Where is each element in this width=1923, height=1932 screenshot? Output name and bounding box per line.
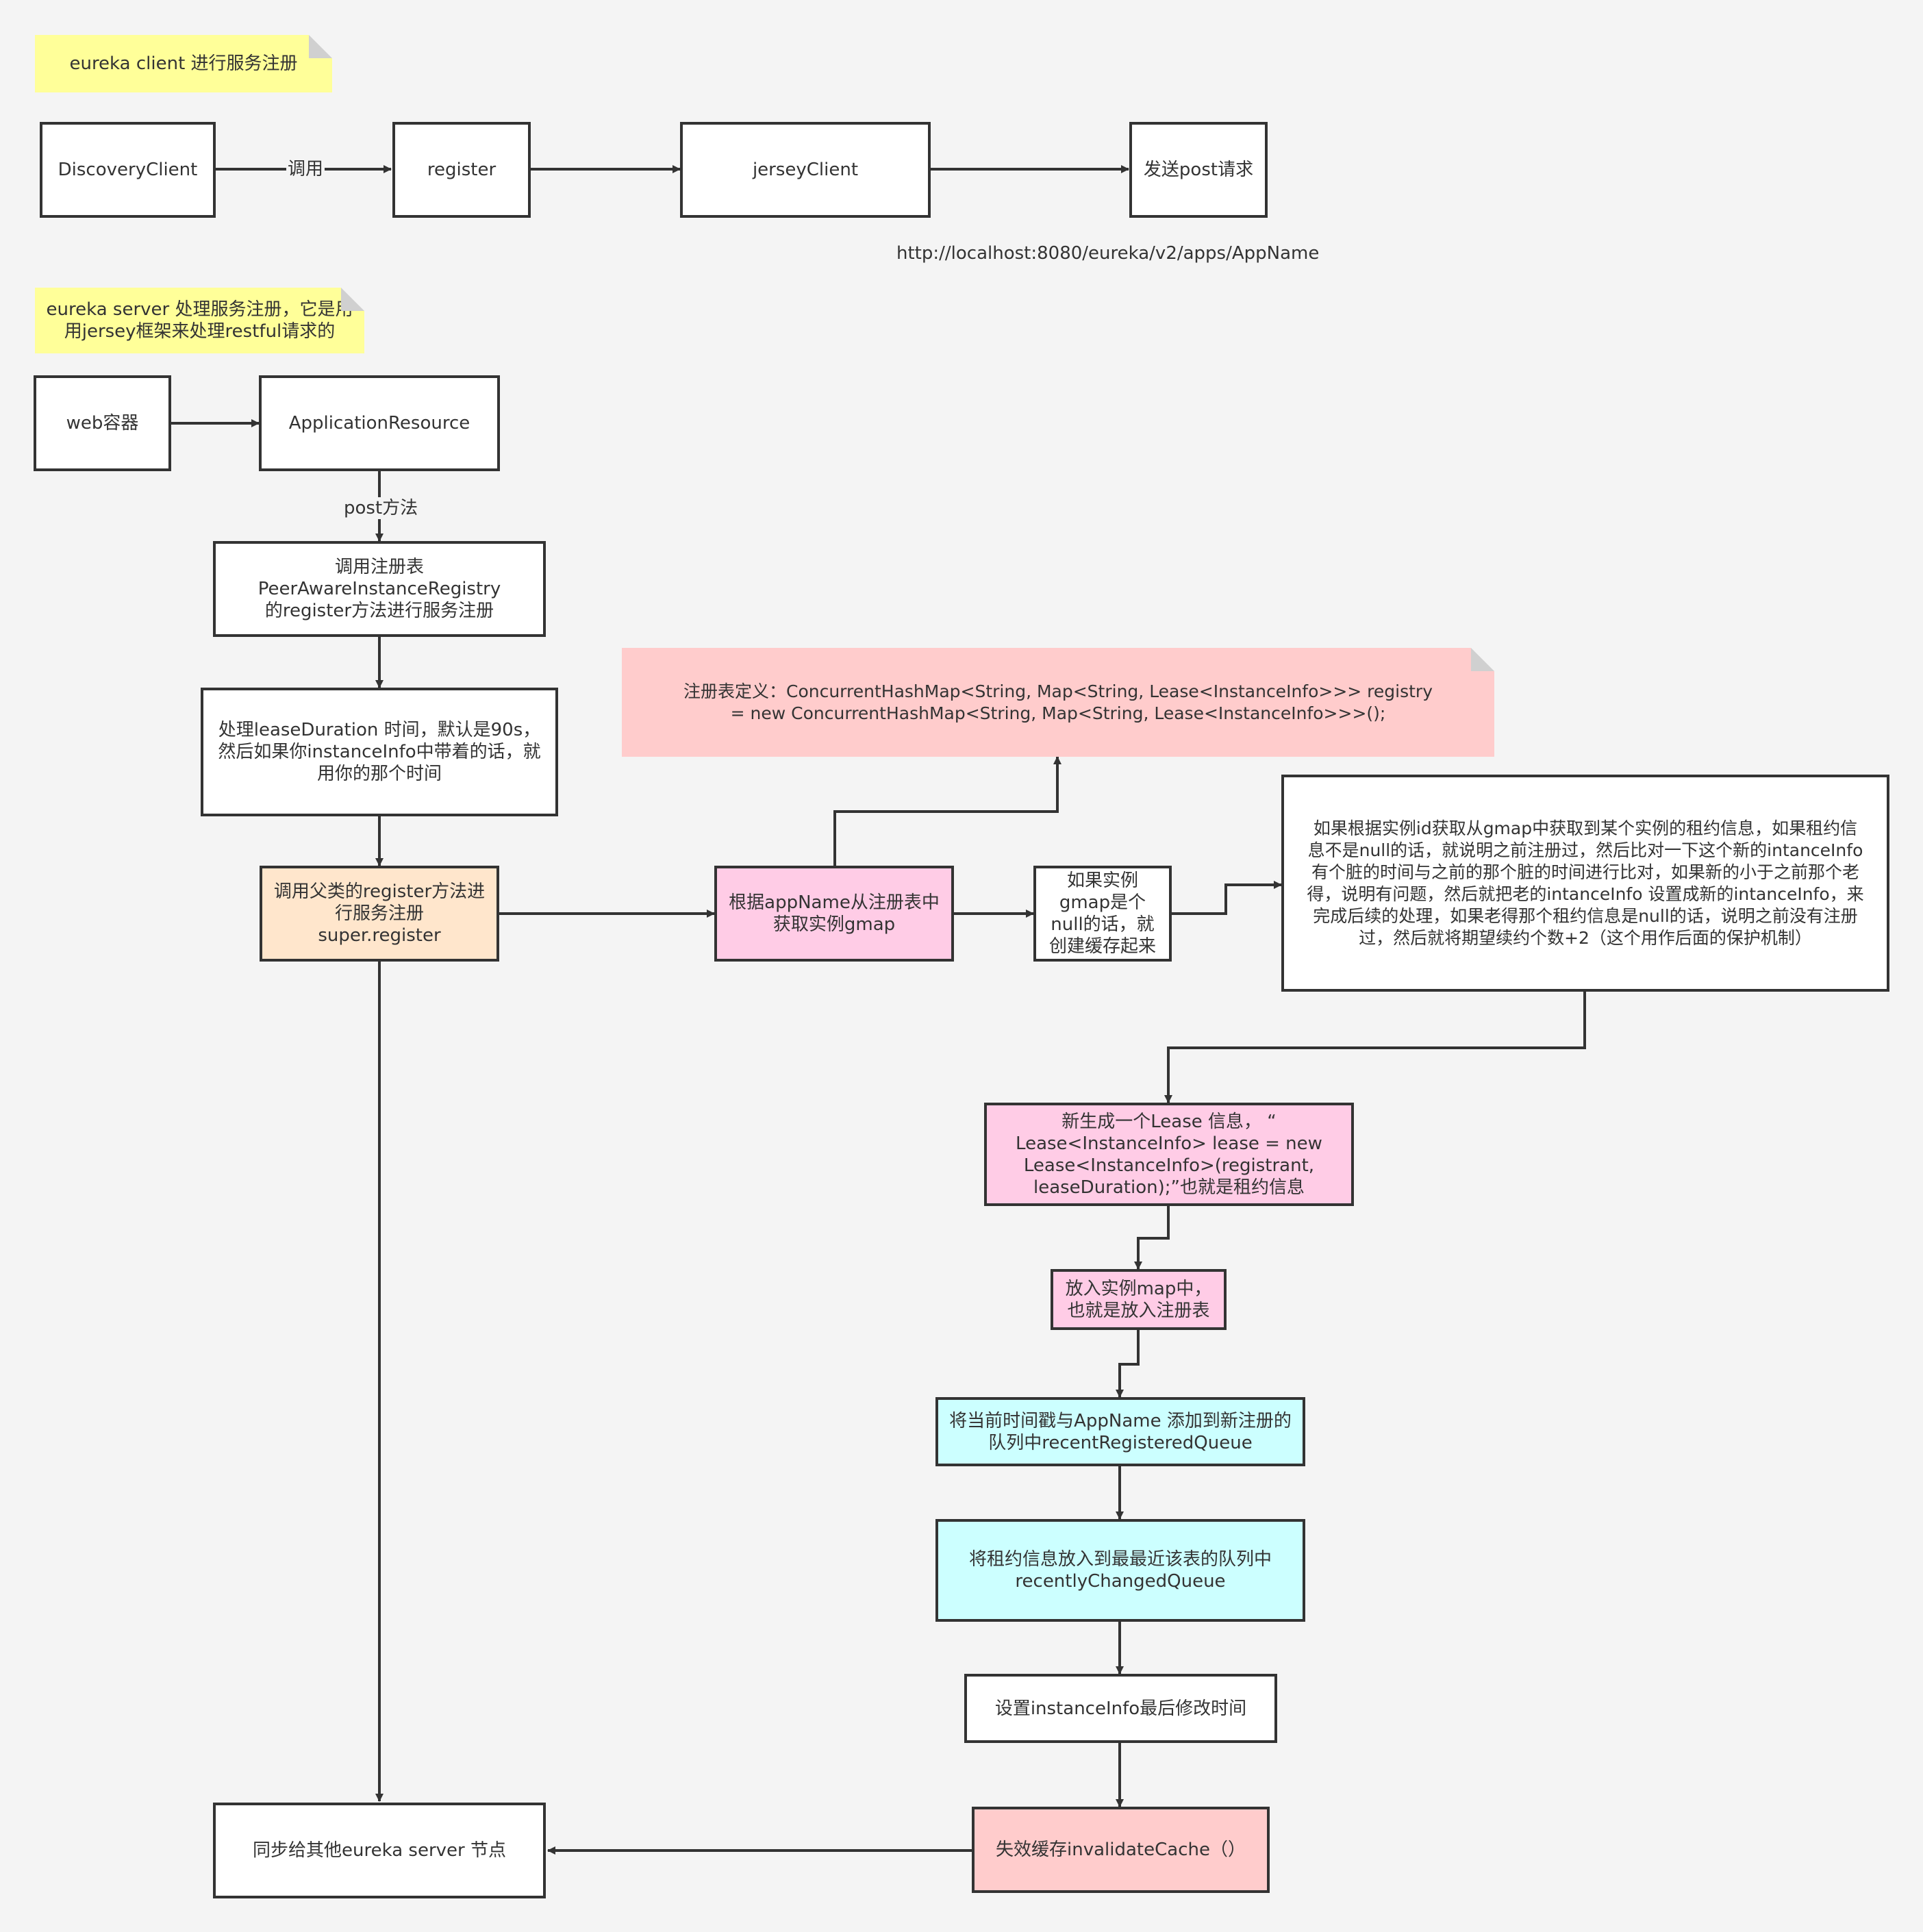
node-register: register — [392, 122, 531, 218]
arrow-gmap-to-definition — [833, 756, 1061, 866]
arrow-newlease-to-putmap — [1134, 1206, 1170, 1270]
note-client-title: eureka client 进行服务注册 — [35, 35, 332, 92]
node-recently-changed: 将租约信息放入到最最近该表的队列中 recentlyChangedQueue — [935, 1519, 1305, 1622]
arrow-putmap-to-recent — [1116, 1330, 1140, 1398]
node-lease-duration: 处理leaseDuration 时间，默认是90s， 然后如果你instance… — [201, 688, 558, 816]
node-new-lease: 新生成一个Lease 信息， “ Lease<InstanceInfo> lea… — [984, 1103, 1354, 1206]
node-discovery-client: DiscoveryClient — [40, 122, 216, 218]
node-gmap-null: 如果实例 gmap是个 null的话，就 创建缓存起来 — [1033, 866, 1172, 962]
edge-label-call: 调用 — [286, 158, 325, 180]
node-put-map: 放入实例map中， 也就是放入注册表 — [1051, 1269, 1227, 1330]
node-web-container: web容器 — [34, 375, 171, 471]
node-get-gmap: 根据appName从注册表中 获取实例gmap — [714, 866, 954, 962]
node-lease-compare: 如果根据实例id获取从gmap中获取到某个实例的租约信息，如果租约信 息不是nu… — [1281, 775, 1889, 992]
node-super-register: 调用父类的register方法进 行服务注册 super.register — [260, 866, 499, 962]
node-application-resource: ApplicationResource — [259, 375, 500, 471]
node-send-post: 发送post请求 — [1129, 122, 1268, 218]
node-sync-nodes: 同步给其他eureka server 节点 — [213, 1803, 546, 1898]
node-set-modified: 设置instanceInfo最后修改时间 — [964, 1674, 1277, 1743]
node-recent-registered: 将当前时间戳与AppName 添加到新注册的 队列中recentRegister… — [935, 1397, 1305, 1466]
arrow-compare-to-newlease — [1164, 992, 1586, 1103]
url-text: http://localhost:8080/eureka/v2/apps/App… — [896, 243, 1320, 264]
node-invalidate-cache: 失效缓存invalidateCache（） — [972, 1807, 1270, 1893]
node-jersey-client: jerseyClient — [680, 122, 931, 218]
edge-label-post: post方法 — [342, 497, 420, 519]
arrow-null-to-compare — [1172, 881, 1282, 915]
note-server-title: eureka server 处理服务注册，它是用 用jersey框架来处理res… — [35, 288, 364, 353]
note-registry-definition: 注册表定义：ConcurrentHashMap<String, Map<Stri… — [622, 648, 1494, 757]
node-call-registry: 调用注册表 PeerAwareInstanceRegistry 的registe… — [213, 541, 546, 637]
